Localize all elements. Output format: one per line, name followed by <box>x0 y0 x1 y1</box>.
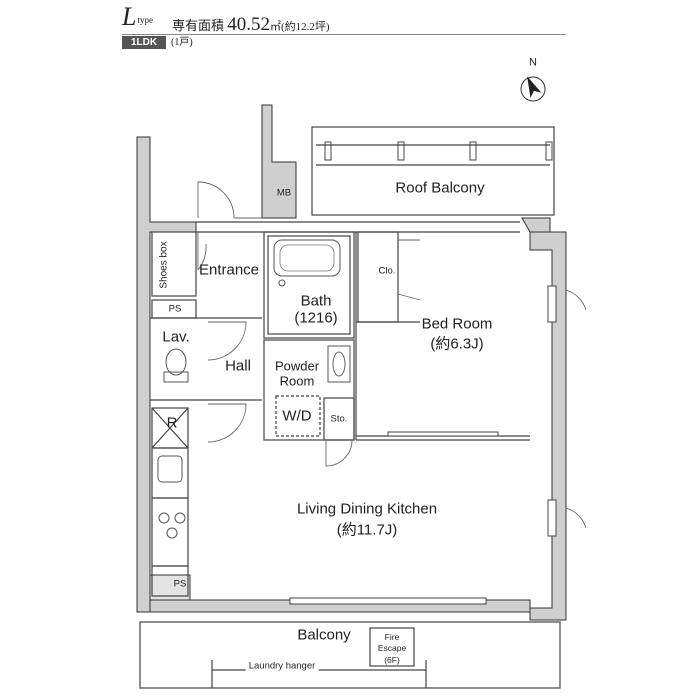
label-ldk: Living Dining Kitchen <box>296 500 438 518</box>
type-suffix: type <box>137 15 153 25</box>
label-fire-escape-1: Fire <box>384 632 400 642</box>
structural-walls <box>136 104 567 621</box>
label-lav: Lav. <box>162 328 190 346</box>
windows <box>289 285 557 605</box>
label-mb: MB <box>276 187 292 199</box>
label-hall: Hall <box>225 357 251 375</box>
toilet-icon <box>163 348 189 383</box>
label-bed-room-size: (約6.3J) <box>430 335 484 353</box>
label-ps-top: PS <box>168 303 182 315</box>
label-ldk-size: (約11.7J) <box>336 521 398 539</box>
area-prefix: 専有面積 <box>172 18 225 33</box>
sink-icon <box>327 345 351 383</box>
compass-label: N <box>529 56 537 69</box>
area-tsubo: (約12.2坪) <box>281 21 330 33</box>
label-laundry-hanger: Laundry hanger <box>245 660 319 672</box>
bathtub-icon <box>273 239 341 287</box>
stove-icon <box>158 512 186 539</box>
label-sto: Sto. <box>330 413 348 425</box>
label-clo: Clo. <box>378 265 396 277</box>
kitchen-sink-icon <box>157 455 183 483</box>
unit-count: (1戸) <box>171 37 193 48</box>
label-bath: Bath <box>300 292 332 310</box>
label-r: R <box>166 414 178 432</box>
label-powder-room-2: Room <box>279 373 315 389</box>
header-rule <box>122 34 566 35</box>
partitions <box>139 126 561 689</box>
label-bath-size: (1216) <box>294 309 338 327</box>
label-entrance: Entrance <box>198 261 260 279</box>
type-letter: L <box>122 2 137 31</box>
area-unit: ㎡ <box>270 21 282 33</box>
label-roof-balcony: Roof Balcony <box>395 179 485 197</box>
label-balcony: Balcony <box>297 626 351 644</box>
label-wd: W/D <box>282 407 312 425</box>
label-ps-bottom: PS <box>173 578 187 590</box>
compass-icon <box>520 76 546 102</box>
railing-posts <box>324 141 553 161</box>
door-swings <box>197 181 587 529</box>
label-powder-room-1: Powder <box>274 358 320 374</box>
unit-type-title: Ltype <box>122 4 153 35</box>
layout-badge: 1LDK <box>122 36 166 49</box>
floor-area: 専有面積 40.52㎡(約12.2坪) <box>172 14 330 36</box>
label-bed-room: Bed Room <box>421 315 493 333</box>
label-fire-escape-2: Escape <box>377 643 407 653</box>
area-value: 40.52 <box>227 14 271 35</box>
label-fire-escape-3: (6F) <box>384 655 400 665</box>
label-shoes-box: Shoes box <box>158 241 170 289</box>
